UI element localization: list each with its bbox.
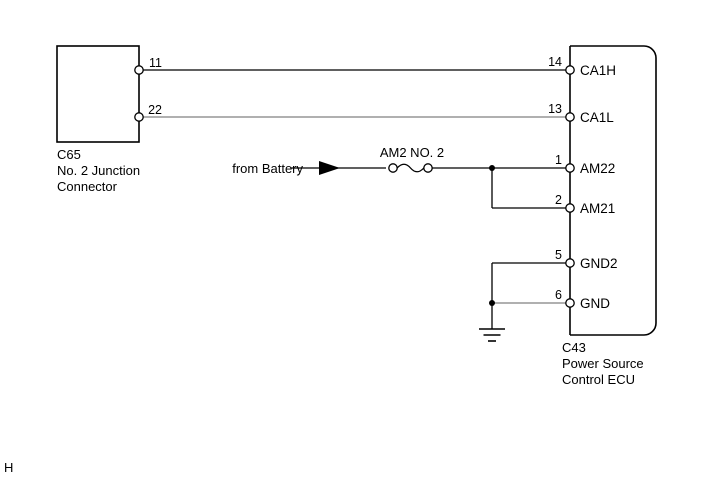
ecu-pin-label-ca1l: CA1L [580, 110, 614, 125]
ecu-pin-number-5: 5 [555, 248, 562, 262]
ecu-pin-number-6: 6 [555, 288, 562, 302]
ecu-terminal-2-icon [565, 203, 575, 213]
ecu-pin-label-gnd: GND [580, 296, 610, 311]
ecu-terminal-14-icon [565, 65, 575, 75]
ecu-pin-label-ca1h: CA1H [580, 63, 616, 78]
ecu-pin-label-am22: AM22 [580, 161, 615, 176]
fuse-element-icon [396, 163, 425, 173]
ecu-terminal-6-icon [565, 298, 575, 308]
connector-terminal-22-icon [134, 112, 144, 122]
junction-connector-box [56, 45, 140, 143]
ecu-terminal-5-icon [565, 258, 575, 268]
ecu-pin-number-2: 2 [555, 193, 562, 207]
page-corner-mark: H [4, 460, 13, 475]
power-flow-arrow-icon [319, 161, 340, 175]
ecu-pin-label-gnd2: GND2 [580, 256, 618, 271]
fuse-label: AM2 NO. 2 [380, 145, 444, 160]
ecu-pin-label-am21: AM21 [580, 201, 615, 216]
junction-connector-desc-line1: No. 2 Junction [57, 163, 140, 178]
ecu-desc-line2: Control ECU [562, 372, 635, 387]
junction-connector-code: C65 [57, 147, 81, 162]
ecu-terminal-1-icon [565, 163, 575, 173]
ecu-pin-number-14: 14 [548, 55, 562, 69]
ecu-pin-number-13: 13 [548, 102, 562, 116]
ecu-terminal-13-icon [565, 112, 575, 122]
connector-pin-number-22: 22 [148, 103, 162, 117]
fuse-terminal-right-icon [423, 163, 433, 173]
junction-connector-desc-line2: Connector [57, 179, 118, 194]
ecu-code: C43 [562, 340, 586, 355]
ecu-pin-number-1: 1 [555, 153, 562, 167]
connector-pin-number-11: 11 [149, 56, 162, 70]
battery-source-label: from Battery [232, 161, 303, 176]
junction-dot-am [489, 165, 495, 171]
connector-terminal-11-icon [134, 65, 144, 75]
fuse-terminal-left-icon [388, 163, 398, 173]
ecu-body-outline [570, 45, 657, 336]
ecu-desc-line1: Power Source [562, 356, 644, 371]
